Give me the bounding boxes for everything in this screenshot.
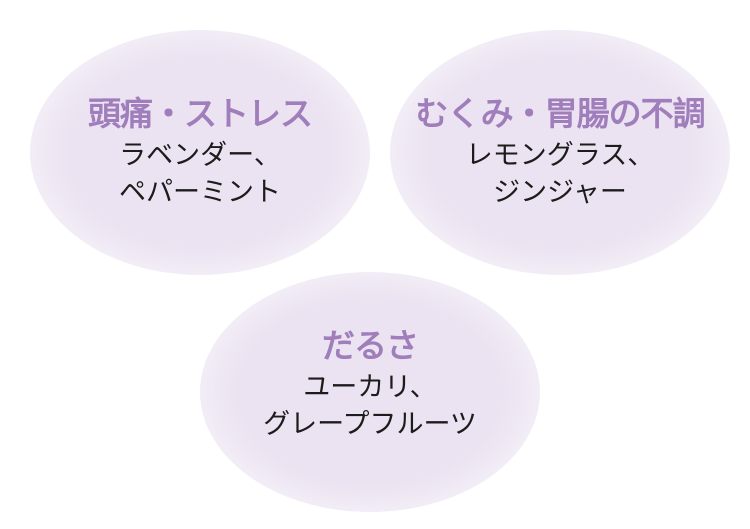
card-title: だるさ xyxy=(322,326,419,365)
card-line: レモングラス、 xyxy=(465,140,655,171)
card-line: ジンジャー xyxy=(493,177,627,208)
card-line: ペパーミント xyxy=(119,177,281,208)
bubble-fatigue xyxy=(200,272,540,512)
card-swelling-stomach: むくみ・胃腸の不調 レモングラス、 ジンジャー xyxy=(395,93,725,211)
card-fatigue: だるさ ユーカリ、 グレープフルーツ xyxy=(210,325,530,443)
card-title: むくみ・胃腸の不調 xyxy=(415,94,705,133)
card-line: グレープフルーツ xyxy=(263,409,477,440)
card-title: 頭痛・ストレス xyxy=(88,94,313,133)
card-headache-stress: 頭痛・ストレス ラベンダー、 ペパーミント xyxy=(75,93,325,211)
bubble-swelling-stomach xyxy=(390,30,730,275)
card-line: ユーカリ、 xyxy=(303,372,437,403)
bubble-headache-stress xyxy=(30,30,370,275)
card-line: ラベンダー、 xyxy=(119,140,281,171)
